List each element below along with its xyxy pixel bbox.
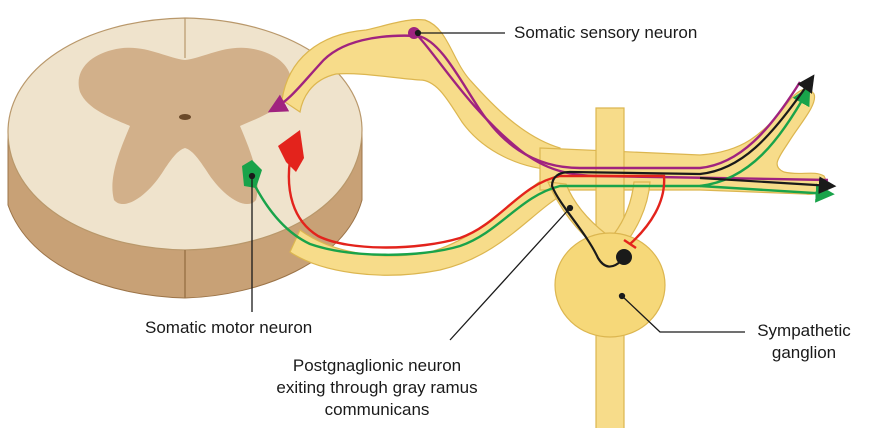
sympathetic-ganglion-label: Sympathetic ganglion	[748, 320, 860, 364]
postganglionic-leader-dot	[568, 206, 573, 211]
sympathetic-label-line-1: Sympathetic	[748, 320, 860, 342]
sensory-leader-dot	[416, 31, 421, 36]
motor-neuron-label: Somatic motor neuron	[145, 317, 312, 339]
sympathetic-label-line-2: ganglion	[748, 342, 860, 364]
central-canal	[179, 114, 191, 120]
ganglion-leader-dot	[620, 294, 625, 299]
postganglionic-label-line-3: communicans	[232, 399, 522, 421]
sensory-neuron-label: Somatic sensory neuron	[514, 22, 697, 44]
motor-leader-dot	[250, 174, 255, 179]
postganglionic-label-line-1: Postgnaglionic neuron	[232, 355, 522, 377]
postganglionic-neuron-label: Postgnaglionic neuron exiting through gr…	[232, 355, 522, 421]
postganglionic-label-line-2: exiting through gray ramus	[232, 377, 522, 399]
